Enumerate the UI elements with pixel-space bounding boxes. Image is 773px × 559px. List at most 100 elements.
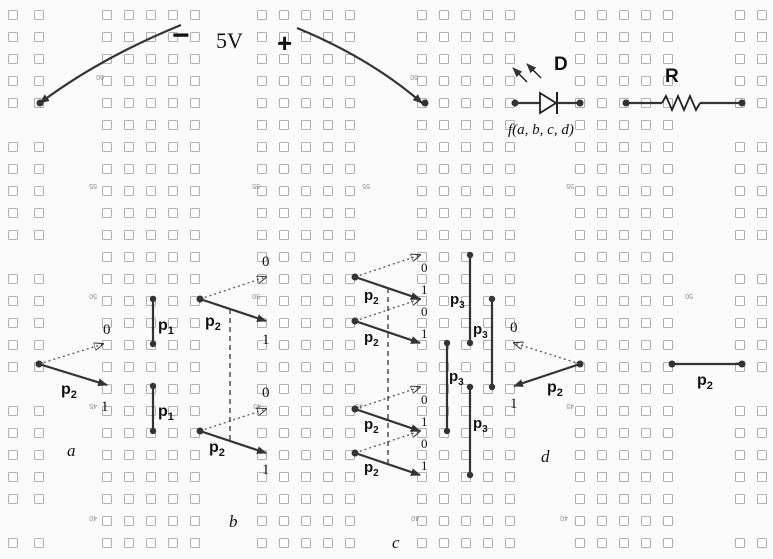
breadboard-hole [168, 164, 178, 174]
breadboard-hole [279, 164, 289, 174]
resistor-label: R [665, 66, 679, 87]
breadboard-hole [257, 340, 267, 350]
breadboard-hole [190, 472, 200, 482]
breadboard-hole [257, 98, 267, 108]
breadboard-hole [597, 472, 607, 482]
breadboard-hole [257, 10, 267, 20]
breadboard-hole [505, 208, 515, 218]
breadboard-hole [619, 538, 629, 548]
breadboard-hole [575, 538, 585, 548]
breadboard-hole [146, 274, 156, 284]
breadboard-hole [301, 362, 311, 372]
plus-sign: + [277, 28, 292, 58]
breadboard-hole [505, 186, 515, 196]
breadboard-hole [439, 54, 449, 64]
breadboard-hole [190, 32, 200, 42]
breadboard-hole [619, 208, 629, 218]
breadboard-hole [146, 252, 156, 262]
breadboard-hole [505, 318, 515, 328]
breadboard-hole [257, 142, 267, 152]
light-emission-arrow [512, 67, 528, 83]
breadboard-hole [641, 384, 651, 394]
breadboard-hole [417, 450, 427, 460]
breadboard-hole [575, 54, 585, 64]
breadboard-hole [663, 472, 673, 482]
breadboard-hole [597, 516, 607, 526]
breadboard-hole [483, 406, 493, 416]
svg-text:1: 1 [421, 414, 428, 429]
svg-text:0: 0 [421, 260, 428, 275]
breadboard-hole [439, 142, 449, 152]
svg-text:1: 1 [421, 282, 428, 297]
breadboard-hole [190, 142, 200, 152]
breadboard-hole [168, 274, 178, 284]
breadboard-hole [641, 252, 651, 262]
breadboard-hole [757, 472, 767, 482]
breadboard-hole [757, 76, 767, 86]
breadboard-hole [461, 142, 471, 152]
breadboard-hole [102, 384, 112, 394]
breadboard-hole [301, 142, 311, 152]
svg-text:1: 1 [421, 458, 428, 473]
breadboard-hole [323, 10, 333, 20]
positive-lead [296, 26, 423, 104]
breadboard-hole [575, 472, 585, 482]
breadboard-hole [663, 318, 673, 328]
breadboard-hole [279, 516, 289, 526]
breadboard-hole [34, 54, 44, 64]
breadboard-hole [641, 76, 651, 86]
svg-text:p3: p3 [473, 415, 488, 435]
breadboard-hole [597, 208, 607, 218]
breadboard-hole [483, 428, 493, 438]
breadboard-hole [575, 274, 585, 284]
breadboard-hole [301, 98, 311, 108]
breadboard-hole [663, 120, 673, 130]
breadboard-hole [597, 494, 607, 504]
svg-text:p2: p2 [547, 379, 563, 399]
breadboard-hole [168, 32, 178, 42]
svg-text:p3: p3 [449, 368, 464, 388]
resistor: R [622, 66, 746, 113]
breadboard-hole [641, 340, 651, 350]
breadboard-hole [417, 164, 427, 174]
supply-voltage: 5V [216, 28, 243, 53]
breadboard-hole [461, 54, 471, 64]
breadboard-hole [8, 472, 18, 482]
breadboard-hole [641, 120, 651, 130]
breadboard-hole [301, 384, 311, 394]
svg-text:1: 1 [510, 396, 518, 412]
breadboard-hole [461, 164, 471, 174]
breadboard-hole [757, 494, 767, 504]
breadboard-hole [124, 230, 134, 240]
breadboard-hole [190, 494, 200, 504]
breadboard-hole [439, 10, 449, 20]
breadboard-hole [323, 362, 333, 372]
breadboard-hole [279, 450, 289, 460]
stage-d: 0 1 p2 d p2 [510, 320, 746, 466]
breadboard-hole [345, 32, 355, 42]
breadboard-hole [663, 428, 673, 438]
breadboard-hole [301, 406, 311, 416]
breadboard-hole [8, 274, 18, 284]
breadboard-hole [301, 274, 311, 284]
breadboard-hole [8, 32, 18, 42]
breadboard-hole [190, 538, 200, 548]
breadboard-hole [323, 428, 333, 438]
row-number-40: 40 [560, 514, 568, 521]
breadboard-hole [124, 142, 134, 152]
svg-text:p2: p2 [205, 313, 221, 333]
breadboard-hole [641, 472, 651, 482]
breadboard-hole [439, 538, 449, 548]
breadboard-hole [124, 318, 134, 328]
breadboard-hole [345, 494, 355, 504]
logic-zero: 0 [103, 322, 111, 338]
breadboard-hole [663, 274, 673, 284]
breadboard-hole [279, 362, 289, 372]
breadboard-hole [735, 142, 745, 152]
breadboard-hole [575, 208, 585, 218]
breadboard-hole [505, 296, 515, 306]
breadboard-hole [619, 54, 629, 64]
breadboard-hole [257, 230, 267, 240]
breadboard-hole [483, 516, 493, 526]
row-number-50: 50 [89, 292, 97, 299]
